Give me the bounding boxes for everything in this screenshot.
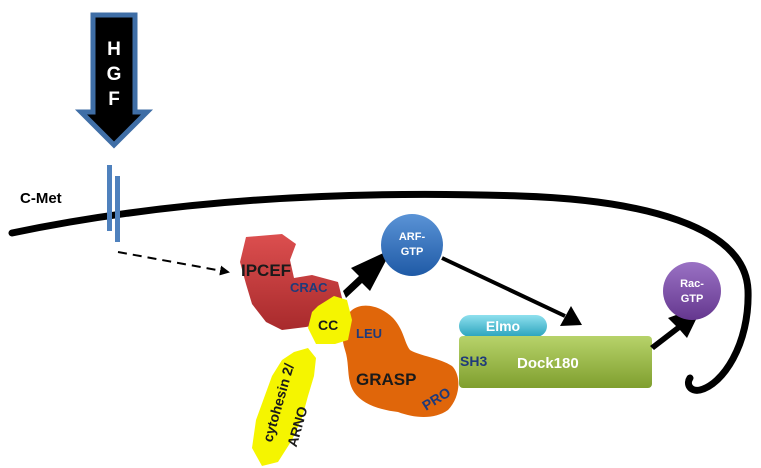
dashed-activation-arrow: [117, 251, 230, 276]
cc-label: CC: [318, 317, 338, 333]
elmo-shape: [459, 315, 547, 337]
cytohesin-shape: [252, 296, 352, 466]
ipcef-label: IPCEF: [241, 261, 291, 280]
dock180-label: Dock180: [517, 355, 579, 372]
arf-label-line2: GTP: [401, 246, 424, 258]
dock180-shape: [459, 336, 652, 388]
grasp-shape: [342, 305, 459, 417]
arf-label-line1: ARF-: [399, 231, 426, 243]
rac-label-line2: GTP: [681, 293, 704, 305]
c-met-label: C-Met: [20, 190, 62, 207]
grasp-label: GRASP: [356, 370, 416, 389]
hgf-arrow: [74, 12, 154, 149]
arrow-arf-to-dock: [441, 256, 566, 318]
sh3-label: SH3: [460, 353, 487, 369]
crac-label: CRAC: [290, 280, 328, 295]
hgf-letter-g: G: [107, 64, 122, 85]
rac-gtp-circle: [663, 262, 721, 320]
cell-membrane: [8, 190, 752, 394]
rac-label-line1: Rac-: [680, 278, 704, 290]
hgf-letter-h: H: [107, 39, 121, 60]
arrow-cc-to-arf: [343, 249, 392, 298]
c-met-receptor: [107, 165, 120, 242]
arf-gtp-circle: [381, 214, 443, 276]
hgf-letter-f: F: [108, 89, 120, 110]
leu-label: LEU: [356, 326, 382, 341]
elmo-label: Elmo: [486, 318, 520, 334]
